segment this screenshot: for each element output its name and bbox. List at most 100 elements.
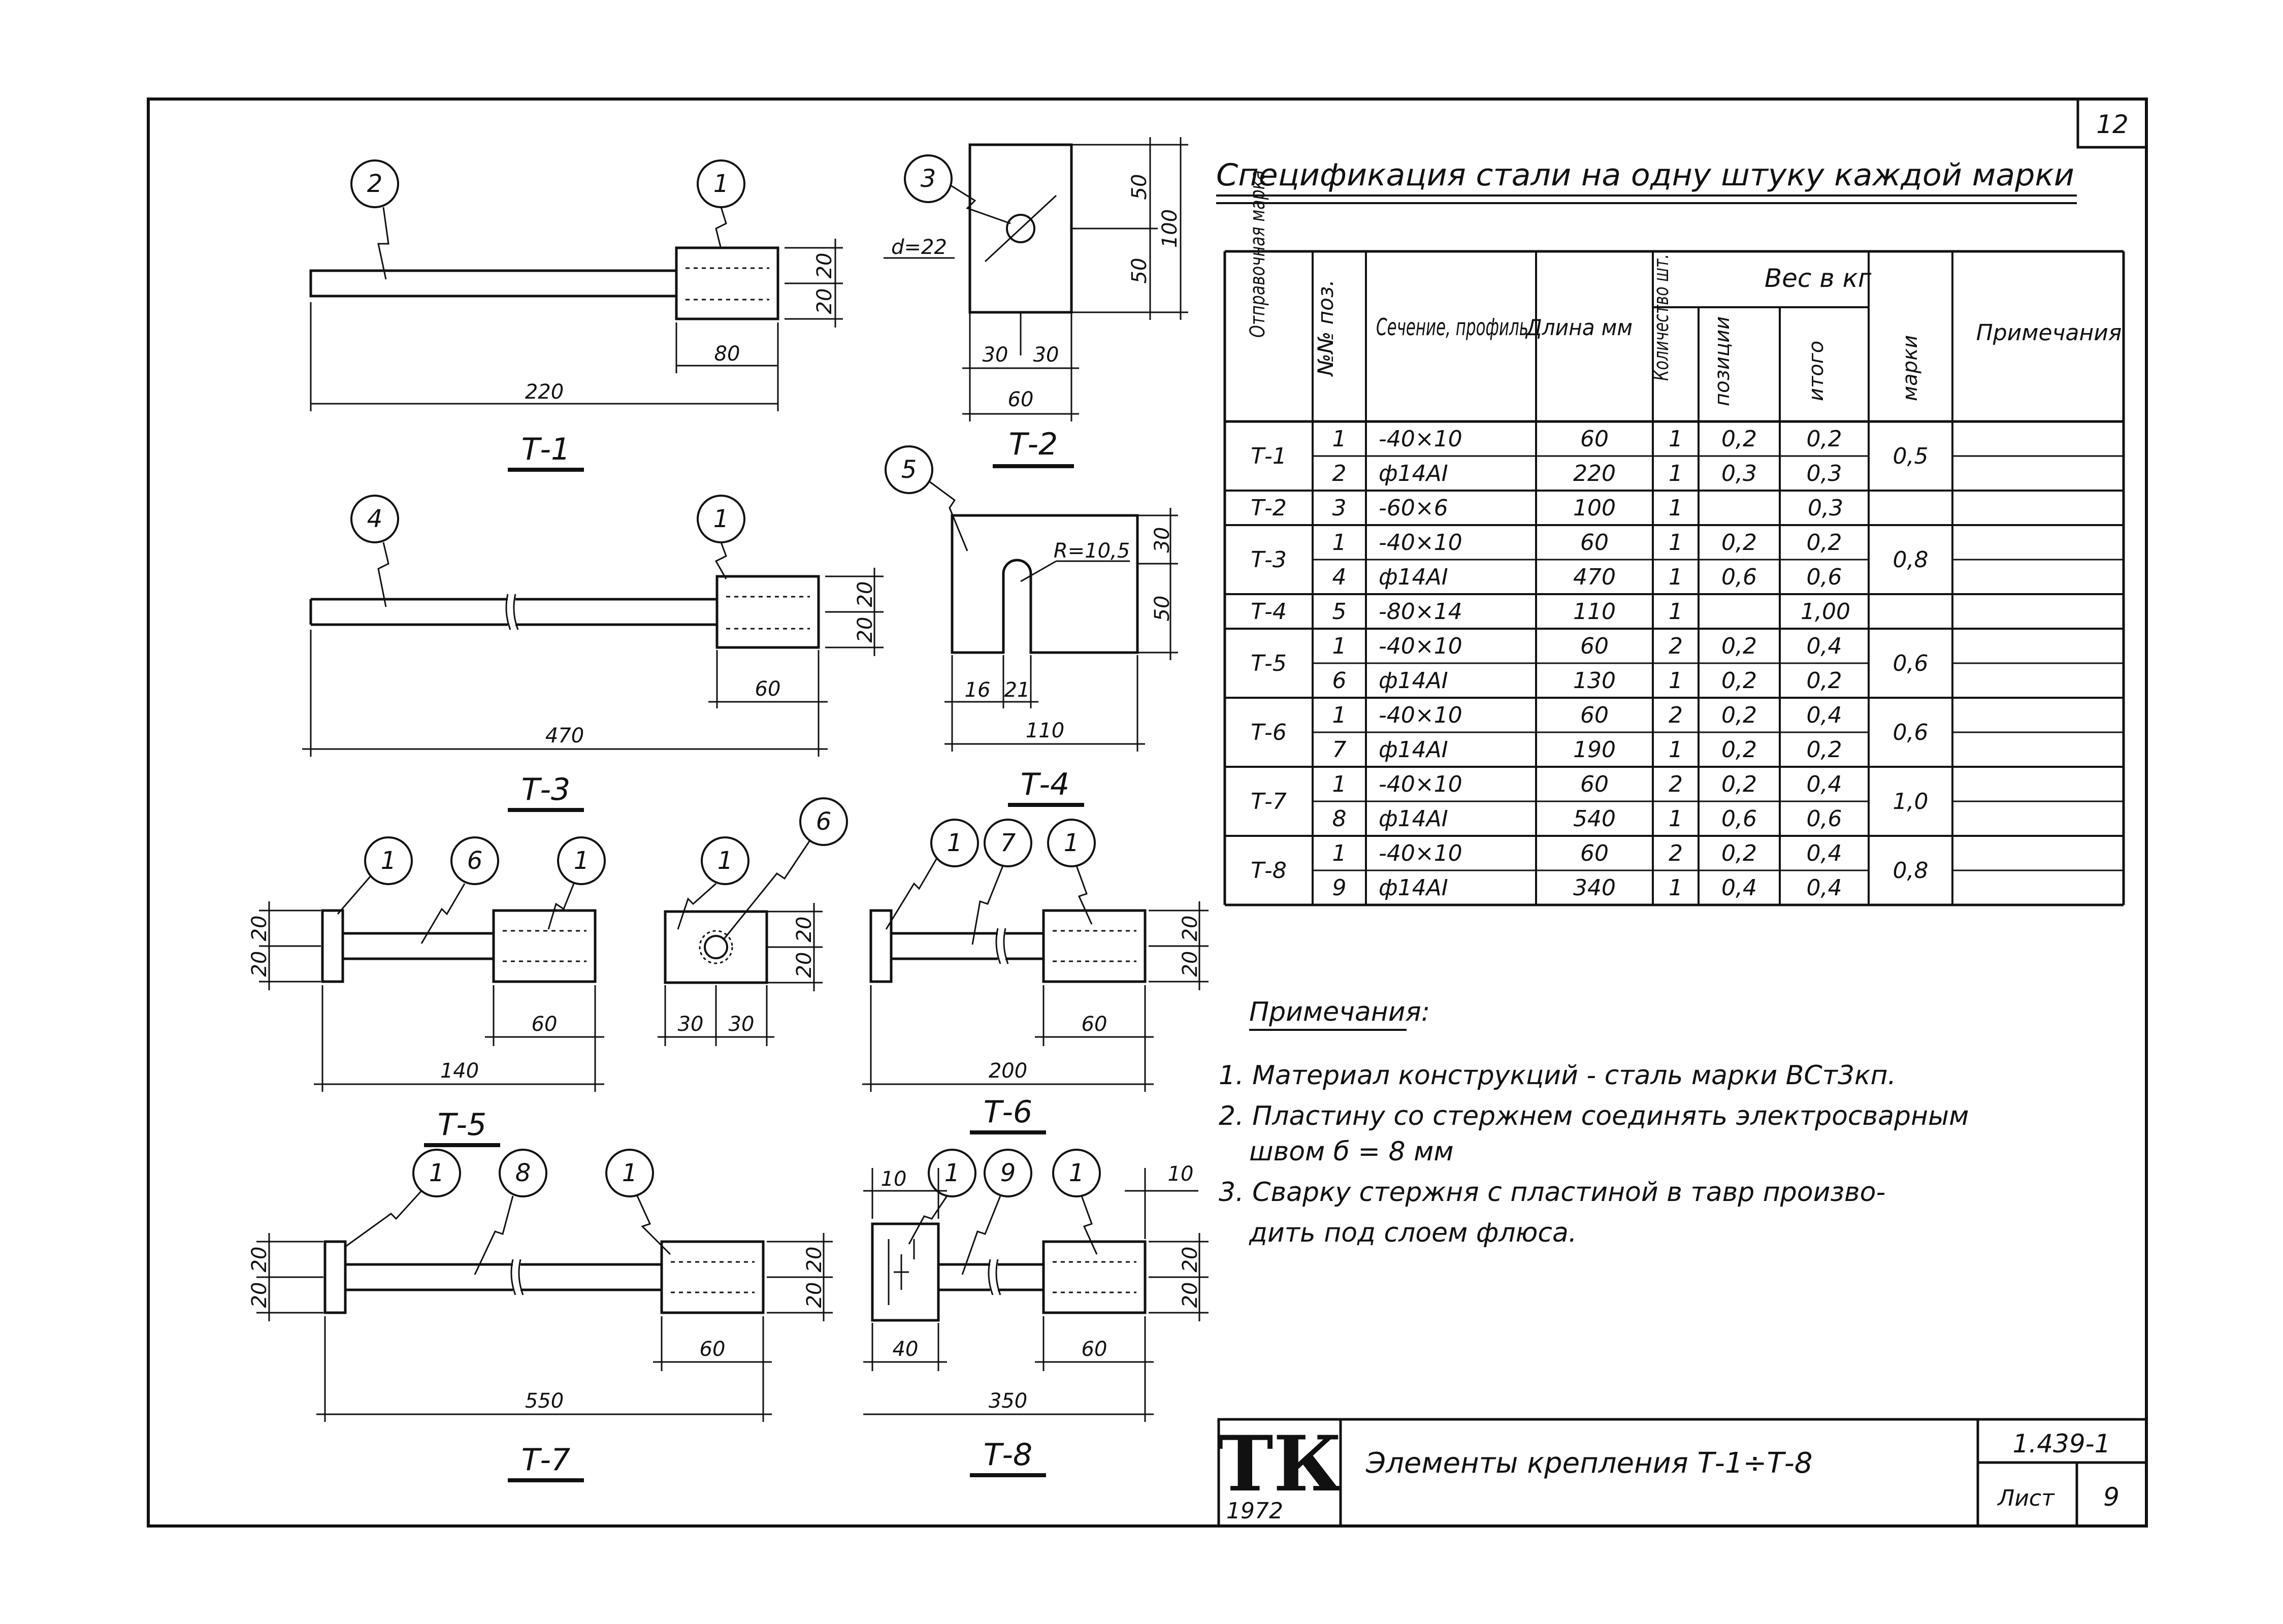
cell-weight-sum: 0,6 (1807, 806, 1842, 832)
cell-section: ф14АI (1379, 564, 1448, 590)
cell-weight-pos: 0,3 (1721, 461, 1757, 486)
logo-tk: ТК (1217, 1419, 1343, 1509)
cell-weight-mark: 0,8 (1893, 547, 1929, 573)
cell-pos: 9 (1332, 875, 1347, 901)
note-2: 2. Пластину со стержнем соединять электр… (1219, 1101, 1969, 1131)
cell-section: -40×10 (1379, 771, 1462, 797)
cell-pos: 1 (1332, 426, 1347, 452)
t8-callout-1a: 1 (944, 1159, 960, 1187)
cell-length: 100 (1573, 495, 1616, 521)
t5-callout-6: 6 (467, 847, 483, 875)
hdr-notes: Примечания (1976, 320, 2122, 346)
t2-label: Т-2 (1009, 427, 1058, 462)
cell-length: 470 (1573, 564, 1616, 590)
cell-length: 130 (1573, 668, 1616, 694)
cell-pos: 6 (1332, 668, 1347, 694)
t1-dim-220: 220 (525, 380, 564, 404)
cell-length: 60 (1580, 771, 1609, 797)
t4-dim-50: 50 (1151, 596, 1174, 622)
hdr-section: Сечение, профиль (1376, 313, 1528, 341)
t6-callout-7: 7 (1000, 829, 1016, 857)
cell-length: 190 (1573, 737, 1616, 763)
t1-dim-20a: 20 (813, 253, 836, 279)
t4-dim-30: 30 (1151, 527, 1174, 553)
t3-callout-1: 1 (713, 505, 729, 533)
cell-weight-pos: 0,2 (1721, 840, 1757, 866)
cell-mark: Т-7 (1251, 789, 1287, 815)
title-block: ТК 1972 Элементы крепления Т-1÷Т-8 1.439… (1217, 1418, 2148, 1528)
t7-callout-1b: 1 (622, 1159, 638, 1187)
cell-length: 540 (1573, 806, 1616, 832)
cell-length: 60 (1580, 530, 1609, 556)
t4-callout-5: 5 (901, 456, 917, 484)
title-year: 1972 (1226, 1498, 1283, 1524)
t7-dim-20c: 20 (803, 1247, 826, 1273)
sheet-number-box (2076, 98, 2148, 149)
cell-length: 60 (1580, 633, 1609, 659)
t6-callout-1a: 1 (947, 829, 963, 857)
cell-weight-pos: 0,2 (1721, 426, 1757, 452)
cell-qty: 2 (1669, 633, 1683, 659)
cell-weight-sum: 0,2 (1807, 668, 1842, 694)
t4-dim-21: 21 (1004, 678, 1030, 702)
cell-mark: Т-4 (1251, 599, 1287, 625)
cell-weight-mark: 0,6 (1893, 720, 1929, 745)
cell-pos: 1 (1332, 633, 1347, 659)
hdr-pos: №№ поз. (1313, 279, 1338, 377)
t1-label: Т-1 (521, 432, 570, 467)
cell-length: 220 (1573, 461, 1616, 486)
t1-dim-80: 80 (714, 342, 740, 366)
cell-weight-sum: 0,4 (1807, 840, 1842, 866)
cell-qty: 1 (1669, 530, 1683, 556)
t5-callout-1b: 1 (574, 847, 590, 875)
t2-callout-3: 3 (921, 165, 936, 193)
t5-callout-1a: 1 (381, 847, 397, 875)
t2-dim-30b: 30 (1033, 343, 1059, 367)
cell-pos: 1 (1332, 530, 1347, 556)
notes-heading: Примечания: (1249, 997, 1430, 1027)
t5s-dim-20a: 20 (793, 917, 816, 943)
t5-dim-20a: 20 (248, 916, 271, 941)
cell-qty: 2 (1669, 771, 1683, 797)
t5s-callout-1: 1 (717, 847, 733, 875)
cell-weight-pos: 0,6 (1721, 806, 1757, 832)
cell-mark: Т-8 (1251, 858, 1287, 884)
cell-pos: 1 (1332, 840, 1347, 866)
cell-weight-mark: 0,5 (1893, 443, 1929, 469)
drawing-t1: 20 20 80 220 2 1 Т-1 (309, 159, 843, 472)
t8-dim-10b: 10 (1168, 1162, 1194, 1186)
hdr-length: Длина мм (1525, 315, 1633, 341)
drawing-t5: 20 20 60 140 1 6 1 Т-5 (248, 836, 606, 1147)
t4-label: Т-4 (1021, 767, 1069, 802)
list-number: 9 (2103, 1482, 2119, 1512)
cell-section: ф14АI (1379, 875, 1448, 901)
t8-dim-10a: 10 (881, 1167, 907, 1191)
t4-dim-16: 16 (965, 678, 991, 702)
cell-weight-pos: 0,4 (1721, 875, 1757, 901)
hdr-weight: Вес в кг (1765, 264, 1872, 293)
t2-dim-d22: d=22 (891, 236, 947, 259)
cell-pos: 8 (1332, 806, 1347, 832)
t3-dim-470: 470 (545, 724, 584, 748)
t5s-dim-30b: 30 (729, 1013, 755, 1036)
hdr-mark: Отправочная марка (1246, 170, 1269, 338)
cell-weight-mark: 1,0 (1893, 789, 1929, 815)
series-code: 1.439-1 (2013, 1429, 2111, 1458)
hdr-wmark: марки (1899, 335, 1922, 401)
t6-dim-200: 200 (989, 1059, 1027, 1083)
cell-pos: 5 (1332, 599, 1347, 625)
sheet-title: Элементы крепления Т-1÷Т-8 (1365, 1447, 1812, 1480)
cell-mark: Т-3 (1251, 547, 1287, 573)
t5-dim-60: 60 (532, 1013, 558, 1036)
t3-dim-60: 60 (755, 677, 781, 701)
cell-mark: Т-1 (1251, 443, 1287, 469)
t5-dim-140: 140 (440, 1059, 479, 1083)
t8-dim-60: 60 (1082, 1338, 1107, 1361)
t2-dim-60: 60 (1008, 388, 1034, 411)
t7-callout-8: 8 (515, 1159, 531, 1187)
t6-callout-1b: 1 (1064, 829, 1080, 857)
cell-qty: 2 (1669, 840, 1683, 866)
drawing-t2: 50 50 100 30 30 60 d=22 3 Т-2 (884, 137, 1188, 468)
cell-qty: 1 (1669, 461, 1683, 486)
